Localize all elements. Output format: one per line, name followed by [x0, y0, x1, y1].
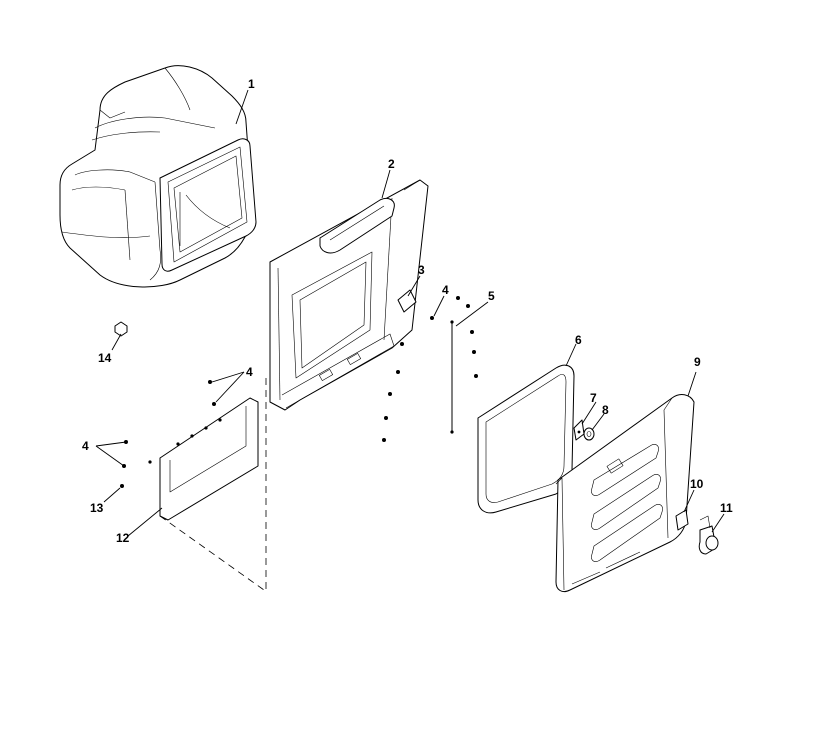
callout-8: 8	[602, 403, 609, 417]
callout-4-middle: 4	[246, 365, 253, 379]
part-9-door	[555, 394, 695, 593]
part-1-housing	[59, 65, 257, 288]
callout-labels: 1 2 3 4 4 4 5 6 7 8 9 10 11 12 13 14	[82, 77, 733, 545]
callout-11: 11	[720, 501, 733, 515]
part-5-rod	[450, 320, 454, 434]
leader-lines	[95, 89, 725, 537]
callout-5: 5	[488, 289, 495, 303]
part-8-washer	[583, 427, 595, 441]
alignment-lines	[159, 378, 267, 591]
callout-12: 12	[116, 531, 130, 545]
part-3-plate	[397, 289, 417, 313]
callout-3: 3	[418, 263, 425, 277]
part-10-clip	[675, 509, 689, 531]
hardware-fasteners	[114, 296, 478, 488]
part-2-mounting-panel	[269, 179, 429, 411]
callout-7: 7	[590, 391, 597, 405]
callout-13: 13	[90, 501, 104, 515]
callout-10: 10	[690, 477, 704, 491]
callout-6: 6	[575, 333, 582, 347]
callout-9: 9	[694, 355, 701, 369]
callout-2: 2	[388, 157, 395, 171]
callout-4-top: 4	[442, 283, 449, 297]
callout-14: 14	[98, 351, 112, 365]
part-12-bracket	[148, 397, 259, 521]
part-14-nut	[114, 321, 128, 337]
callout-4-left: 4	[82, 439, 89, 453]
part-11-lock	[698, 515, 719, 555]
callout-1: 1	[248, 77, 255, 91]
